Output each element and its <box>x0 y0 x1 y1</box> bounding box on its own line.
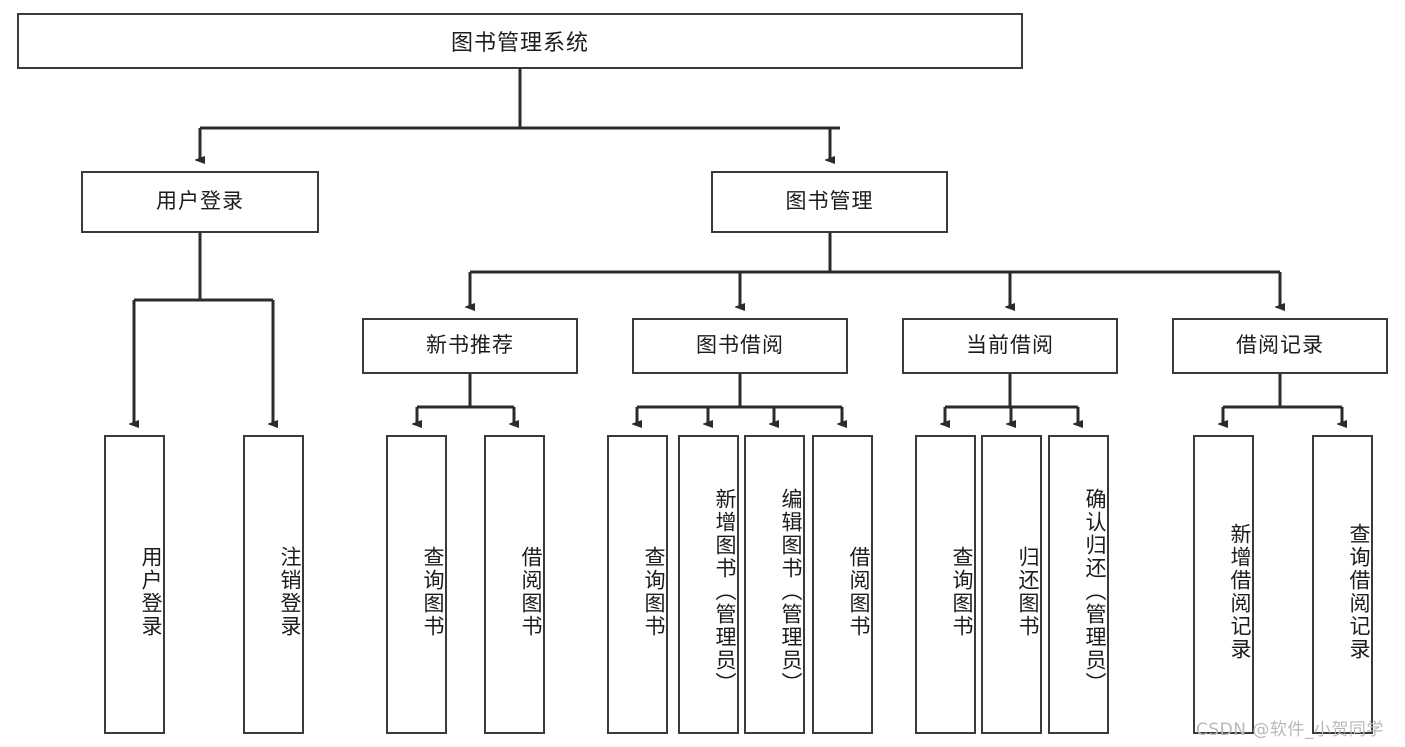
node-leaf-logout-label: 注销登录 <box>278 545 302 638</box>
node-leaf-query-book-3[interactable]: 查询图书 <box>915 435 976 734</box>
node-leaf-borrow-book-2[interactable]: 借阅图书 <box>812 435 873 734</box>
node-leaf-query-book-2[interactable]: 查询图书 <box>607 435 668 734</box>
node-leaf-query-book-1-label: 查询图书 <box>421 545 445 638</box>
node-leaf-return-book-label: 归还图书 <box>1016 545 1040 638</box>
node-root-label: 图书管理系统 <box>450 31 589 56</box>
node-leaf-query-book-3-label: 查询图书 <box>950 545 974 638</box>
node-leaf-query-record[interactable]: 查询借阅记录 <box>1312 435 1373 734</box>
node-book-borrow-label: 图书借阅 <box>696 333 784 358</box>
node-leaf-query-book-1[interactable]: 查询图书 <box>386 435 447 734</box>
node-leaf-user-login[interactable]: 用户登录 <box>104 435 165 734</box>
node-leaf-borrow-book-1[interactable]: 借阅图书 <box>484 435 545 734</box>
node-book-borrow[interactable]: 图书借阅 <box>632 318 848 374</box>
node-leaf-query-record-label: 查询借阅记录 <box>1347 522 1371 661</box>
node-leaf-user-login-label: 用户登录 <box>139 545 163 638</box>
csdn-watermark: CSDN @软件_小贺同学 <box>1196 720 1384 740</box>
node-borrow-record-label: 借阅记录 <box>1236 333 1324 358</box>
node-leaf-borrow-book-1-label: 借阅图书 <box>519 545 543 638</box>
node-user-login[interactable]: 用户登录 <box>81 171 319 233</box>
node-current-borrow-label: 当前借阅 <box>966 333 1054 358</box>
node-leaf-query-book-2-label: 查询图书 <box>642 545 666 638</box>
node-leaf-add-record-label: 新增借阅记录 <box>1228 522 1252 661</box>
node-borrow-record[interactable]: 借阅记录 <box>1172 318 1388 374</box>
node-leaf-add-record[interactable]: 新增借阅记录 <box>1193 435 1254 734</box>
node-leaf-logout[interactable]: 注销登录 <box>243 435 304 734</box>
node-user-login-label: 用户登录 <box>156 189 244 214</box>
node-leaf-borrow-book-2-label: 借阅图书 <box>847 545 871 638</box>
node-leaf-edit-book-label: 编辑图书（管理员） <box>779 488 803 695</box>
node-book-manage[interactable]: 图书管理 <box>711 171 948 233</box>
node-current-borrow[interactable]: 当前借阅 <box>902 318 1118 374</box>
node-new-book-rec-label: 新书推荐 <box>426 333 514 358</box>
node-leaf-add-book[interactable]: 新增图书（管理员） <box>678 435 739 734</box>
node-leaf-add-book-label: 新增图书（管理员） <box>713 488 737 695</box>
node-leaf-confirm-return[interactable]: 确认归还（管理员） <box>1048 435 1109 734</box>
node-leaf-confirm-return-label: 确认归还（管理员） <box>1083 488 1107 695</box>
node-root[interactable]: 图书管理系统 <box>17 13 1023 69</box>
node-leaf-edit-book[interactable]: 编辑图书（管理员） <box>744 435 805 734</box>
node-leaf-return-book[interactable]: 归还图书 <box>981 435 1042 734</box>
node-new-book-rec[interactable]: 新书推荐 <box>362 318 578 374</box>
node-book-manage-label: 图书管理 <box>785 189 874 214</box>
